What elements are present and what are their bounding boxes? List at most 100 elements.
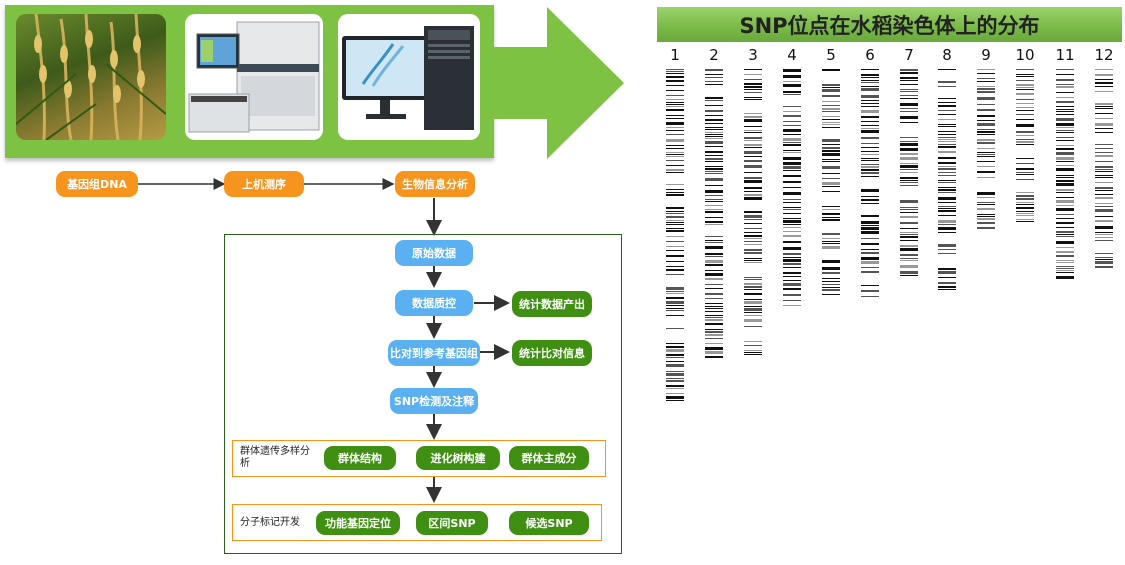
snp-band (1016, 135, 1034, 136)
snp-band (705, 136, 723, 137)
snp-band (666, 145, 684, 146)
snp-band (666, 269, 684, 271)
snp-band (783, 187, 801, 188)
snp-band (1056, 97, 1074, 98)
snp-band (900, 89, 918, 90)
snp-band (938, 166, 956, 167)
snp-band (938, 126, 956, 127)
snp-band (705, 97, 723, 99)
snp-band (938, 202, 956, 203)
snp-band (861, 243, 879, 245)
snp-band (744, 306, 762, 307)
snp-band (900, 172, 918, 173)
snp-band (938, 249, 956, 250)
snp-band (1016, 163, 1034, 164)
snp-band (666, 106, 684, 107)
snp-band (1095, 113, 1113, 114)
chromosome-label-3: 3 (748, 46, 758, 64)
chromosome-bar-11 (1056, 69, 1074, 279)
snp-band (705, 303, 723, 304)
snp-band (822, 147, 840, 149)
snp-band (900, 207, 918, 208)
snp-band (666, 127, 684, 128)
snp-band (938, 134, 956, 135)
snp-band (744, 74, 762, 75)
snp-band (666, 73, 684, 74)
snp-band (744, 301, 762, 304)
snp-band (1095, 257, 1113, 258)
snp-band (744, 312, 762, 313)
snp-band (1056, 214, 1074, 215)
snp-band (900, 163, 918, 164)
snp-band (861, 130, 879, 133)
snp-band (861, 154, 879, 155)
snp-band (822, 101, 840, 102)
snp-band (783, 144, 801, 146)
snp-band (705, 224, 723, 225)
snp-band (938, 220, 956, 223)
snp-band (822, 278, 840, 279)
snp-band (861, 147, 879, 148)
snp-band (666, 134, 684, 135)
snp-band (1056, 205, 1074, 206)
snp-band (822, 267, 840, 270)
snp-band (705, 323, 723, 325)
snp-band (783, 224, 801, 225)
snp-band (861, 121, 879, 122)
snp-band (938, 232, 956, 233)
snp-band (666, 236, 684, 237)
snp-band (822, 89, 840, 92)
snp-band (977, 214, 995, 215)
snp-band (744, 279, 762, 280)
snp-band (938, 206, 956, 207)
snp-band (1016, 204, 1034, 205)
snp-band (938, 180, 956, 181)
snp-band (666, 76, 684, 78)
snp-band (666, 293, 684, 294)
snp-band (822, 105, 840, 106)
snp-band (744, 137, 762, 139)
snp-band (783, 231, 801, 232)
snp-band (783, 294, 801, 296)
snp-band (705, 123, 723, 124)
snp-band (666, 364, 684, 367)
snp-band (783, 257, 801, 258)
snp-band (666, 222, 684, 223)
snp-band (1056, 183, 1074, 186)
snp-band (1095, 91, 1113, 92)
step-sequencing: 上机测序 (224, 171, 304, 197)
snp-band (822, 127, 840, 128)
snp-band (977, 97, 995, 100)
snp-band (1056, 236, 1074, 237)
snp-band (900, 240, 918, 241)
snp-band (744, 69, 762, 70)
snp-band (822, 84, 840, 86)
snp-band (666, 400, 684, 401)
snp-band (977, 152, 995, 153)
snp-band (744, 194, 762, 196)
snp-band (1056, 234, 1074, 235)
snp-band (666, 357, 684, 358)
snp-band (938, 210, 956, 212)
snp-band (861, 88, 879, 91)
snp-band (705, 273, 723, 276)
snp-band (1056, 92, 1074, 93)
snp-band (666, 246, 684, 247)
snp-band (1095, 240, 1113, 241)
snp-band (822, 150, 840, 152)
snp-band (783, 162, 801, 165)
snp-band (938, 119, 956, 120)
snp-band (666, 308, 684, 309)
snp-band (822, 238, 840, 239)
snp-band (705, 343, 723, 344)
chromosome-label-2: 2 (709, 46, 719, 64)
snp-band (744, 187, 762, 189)
snp-band (705, 236, 723, 237)
snp-band (705, 134, 723, 135)
snp-band (1056, 84, 1074, 85)
snp-band (705, 146, 723, 147)
snp-band (666, 310, 684, 311)
snp-band (1056, 137, 1074, 138)
snp-band (666, 192, 684, 193)
snp-band (783, 84, 801, 87)
